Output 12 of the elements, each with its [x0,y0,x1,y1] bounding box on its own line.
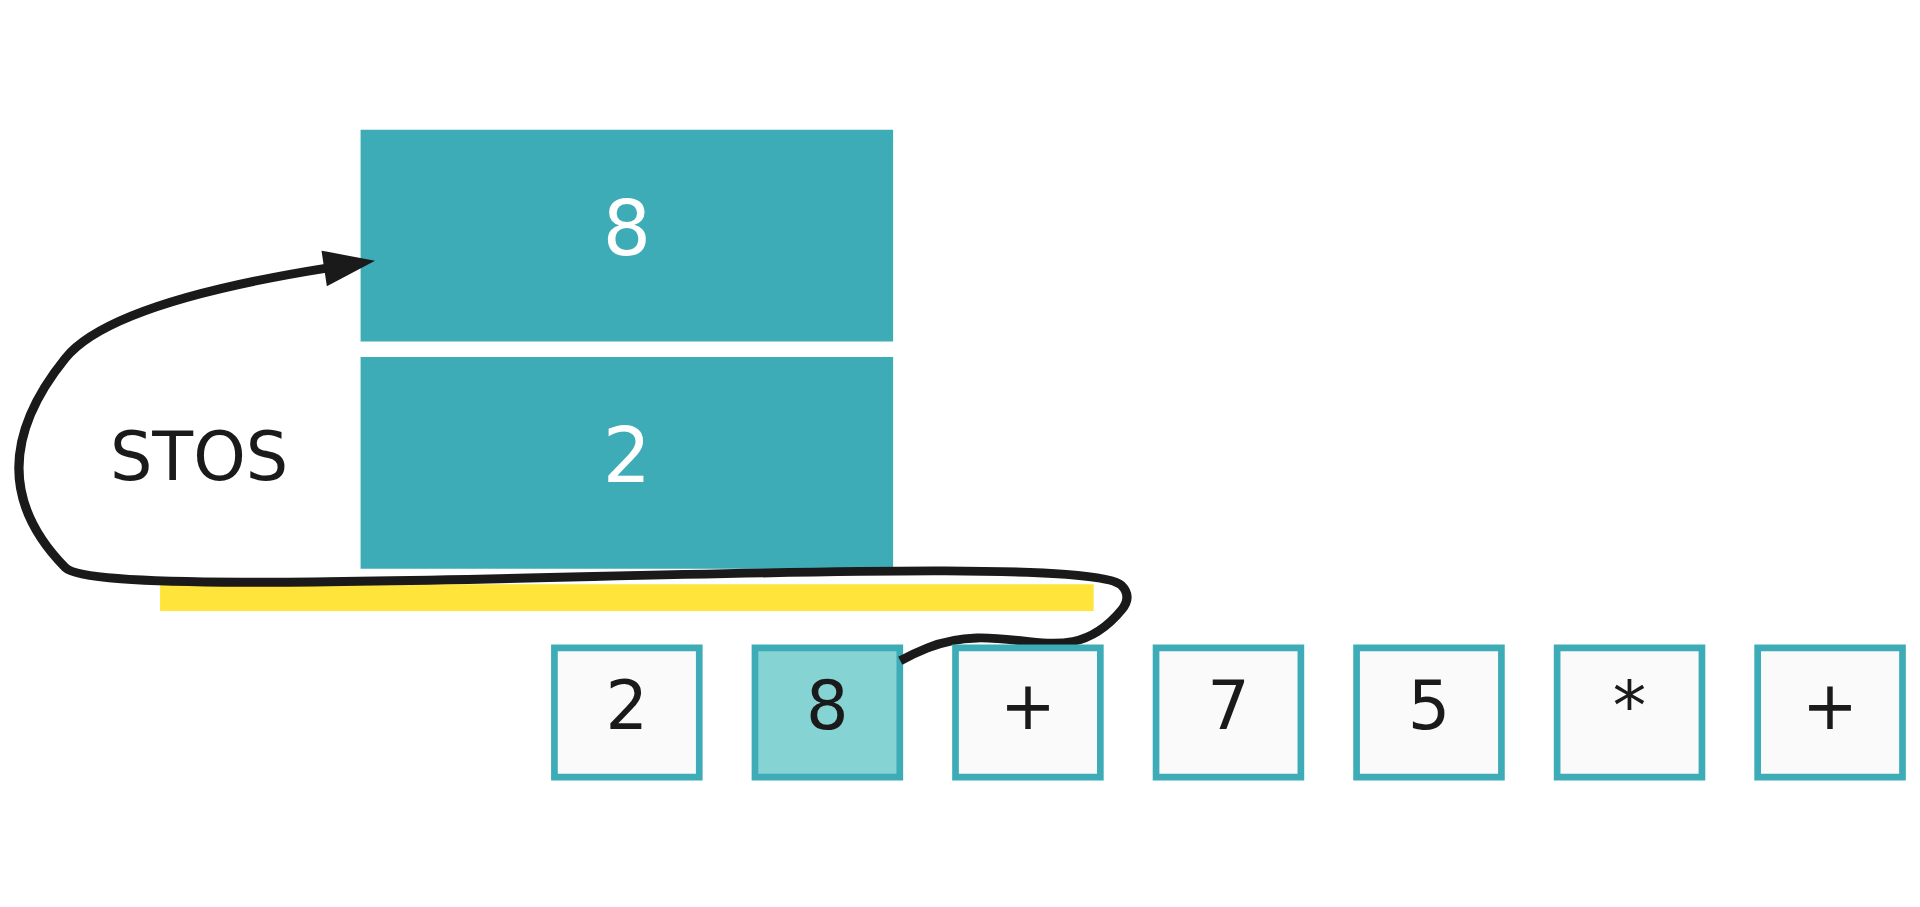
node-box: 8 [751,644,903,780]
node-box: 5 [1352,644,1505,780]
node-box: 8 [360,129,893,341]
node-box: * [1553,644,1705,780]
node-box: 7 [1152,644,1304,780]
node-box: + [1753,644,1906,780]
arrow [14,250,1131,665]
label: STOS [109,417,288,496]
node-box: 2 [360,356,893,569]
node-box: + [951,644,1104,780]
node-bar [159,583,1094,611]
node-box: 2 [550,644,703,780]
